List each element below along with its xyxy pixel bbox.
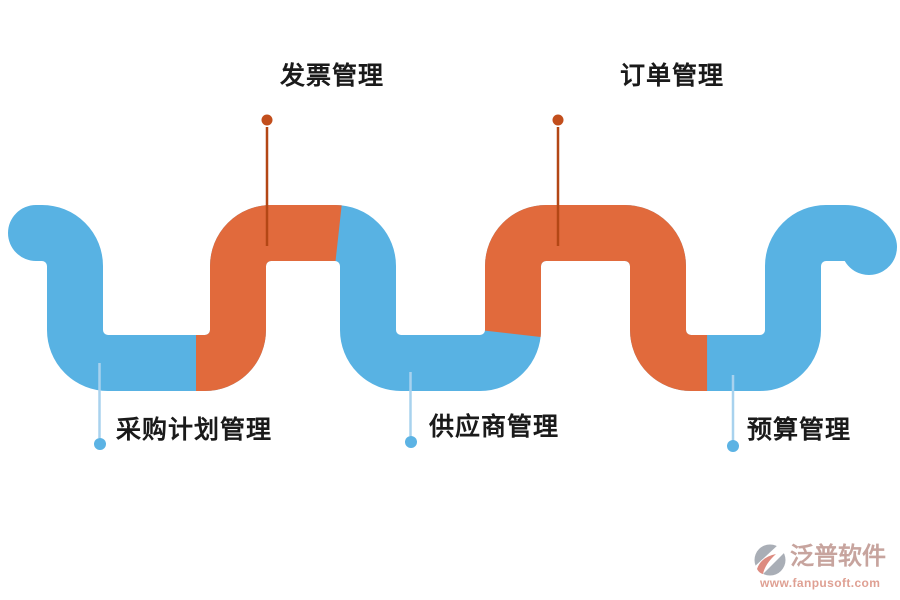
brand-watermark: 泛普软件 www.fanpusoft.com — [752, 543, 892, 590]
procurement-callout-dot — [94, 438, 106, 450]
invoice-callout-dot — [261, 114, 273, 126]
procurement-plan-management-label: 采购计划管理 — [116, 416, 273, 444]
supplier-callout-dot — [405, 436, 417, 448]
supplier-management-label: 供应商管理 — [429, 413, 560, 441]
order-management-label: 订单管理 — [620, 62, 725, 90]
wave-blue-path — [8, 205, 897, 391]
budget-callout-dot — [727, 440, 739, 452]
invoice-management-label: 发票管理 — [280, 62, 385, 90]
brand-url: www.fanpusoft.com — [760, 576, 881, 590]
wave-orange-segments — [36, 205, 894, 391]
budget-management-label: 预算管理 — [747, 416, 852, 444]
brand-name: 泛普软件 — [790, 543, 886, 570]
order-callout-dot — [552, 114, 564, 126]
fanpu-logo-icon — [753, 544, 787, 576]
